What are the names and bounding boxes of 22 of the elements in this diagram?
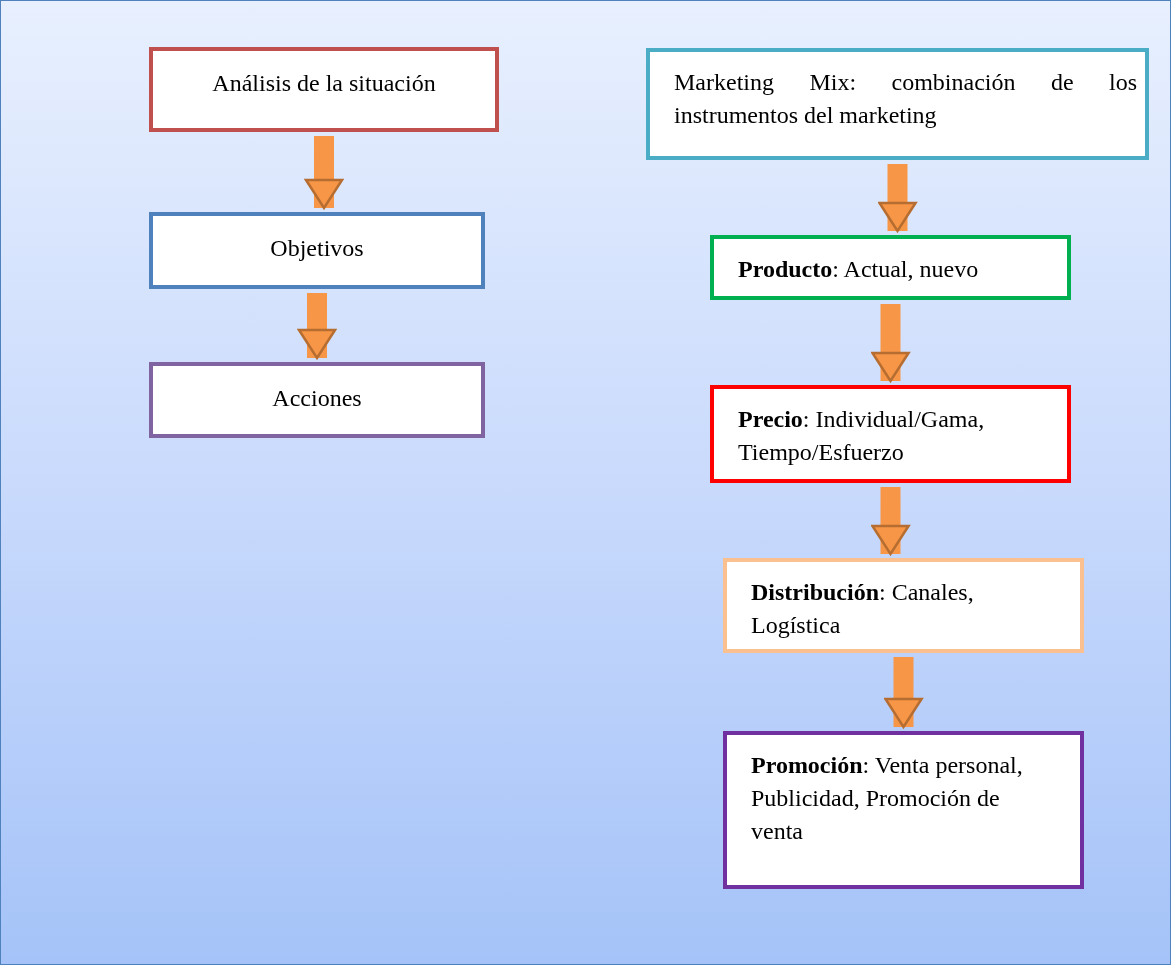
box-text: Promoción: Venta personal, Publicidad, Promoción de venta — [751, 751, 1024, 846]
process-box — [723, 731, 1084, 889]
block-arrow — [884, 657, 923, 729]
process-box — [149, 212, 485, 289]
process-box — [149, 362, 485, 438]
box-text: Precio: Individual/Gama, Tiempo/Esfuerzo — [738, 405, 986, 467]
process-box — [710, 235, 1071, 300]
box-text: Objetivos — [269, 234, 365, 263]
box-text: Producto: Actual, nuevo — [738, 255, 980, 284]
block-arrow — [297, 293, 337, 360]
block-arrow — [871, 304, 910, 383]
box-text: Marketing Mix: combinación de los instrumentos del marketing — [674, 68, 1137, 130]
block-arrow — [871, 487, 910, 556]
box-text: Acciones — [271, 384, 363, 413]
process-box — [723, 558, 1084, 653]
process-box — [646, 48, 1149, 160]
box-text: Distribución: Canales, Logística — [751, 578, 975, 640]
block-arrow — [878, 164, 917, 233]
box-text: Análisis de la situación — [211, 69, 437, 98]
process-box — [149, 47, 499, 132]
process-box — [710, 385, 1071, 483]
block-arrow — [304, 136, 344, 210]
